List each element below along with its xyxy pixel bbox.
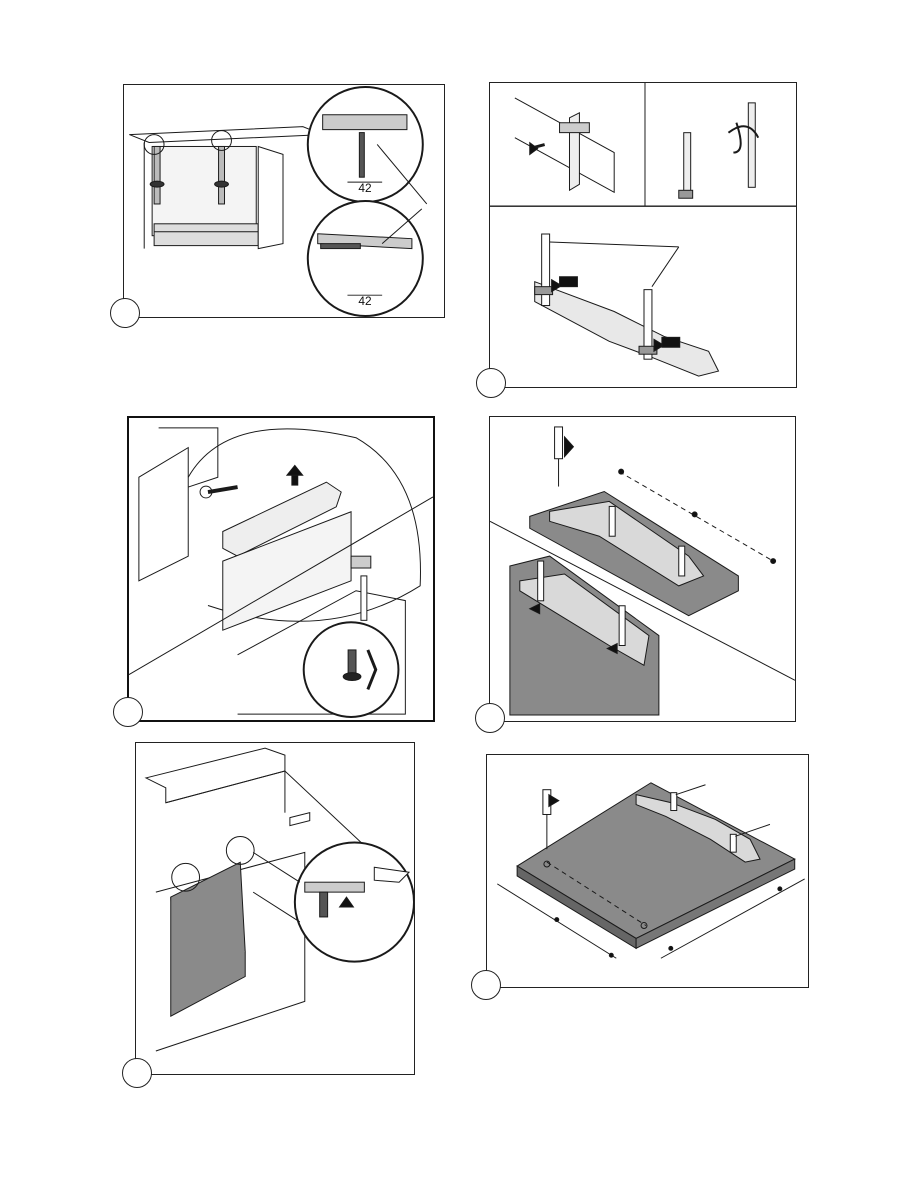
figure-6-panel — [486, 754, 809, 988]
figure-2-illustration — [490, 83, 796, 387]
figure-2-panel — [489, 82, 797, 388]
step-marker-6 — [471, 970, 501, 1000]
figure-4-illustration — [490, 417, 795, 721]
figure-5-illustration — [136, 743, 414, 1074]
step-marker-3 — [113, 697, 143, 727]
figure-6-illustration — [487, 755, 808, 987]
dimension-label-lower: 42 — [358, 294, 371, 308]
figure-4-panel — [489, 416, 796, 722]
figure-5-panel — [135, 742, 415, 1075]
step-marker-2 — [476, 368, 506, 398]
figure-1-panel: 42 42 — [123, 84, 445, 318]
step-marker-5 — [122, 1058, 152, 1088]
figure-3-illustration — [129, 418, 433, 720]
step-marker-1 — [110, 298, 140, 328]
figure-3-panel — [127, 416, 435, 722]
figure-1-illustration: 42 42 — [124, 85, 444, 317]
dimension-label-upper: 42 — [358, 181, 371, 195]
step-marker-4 — [475, 703, 505, 733]
